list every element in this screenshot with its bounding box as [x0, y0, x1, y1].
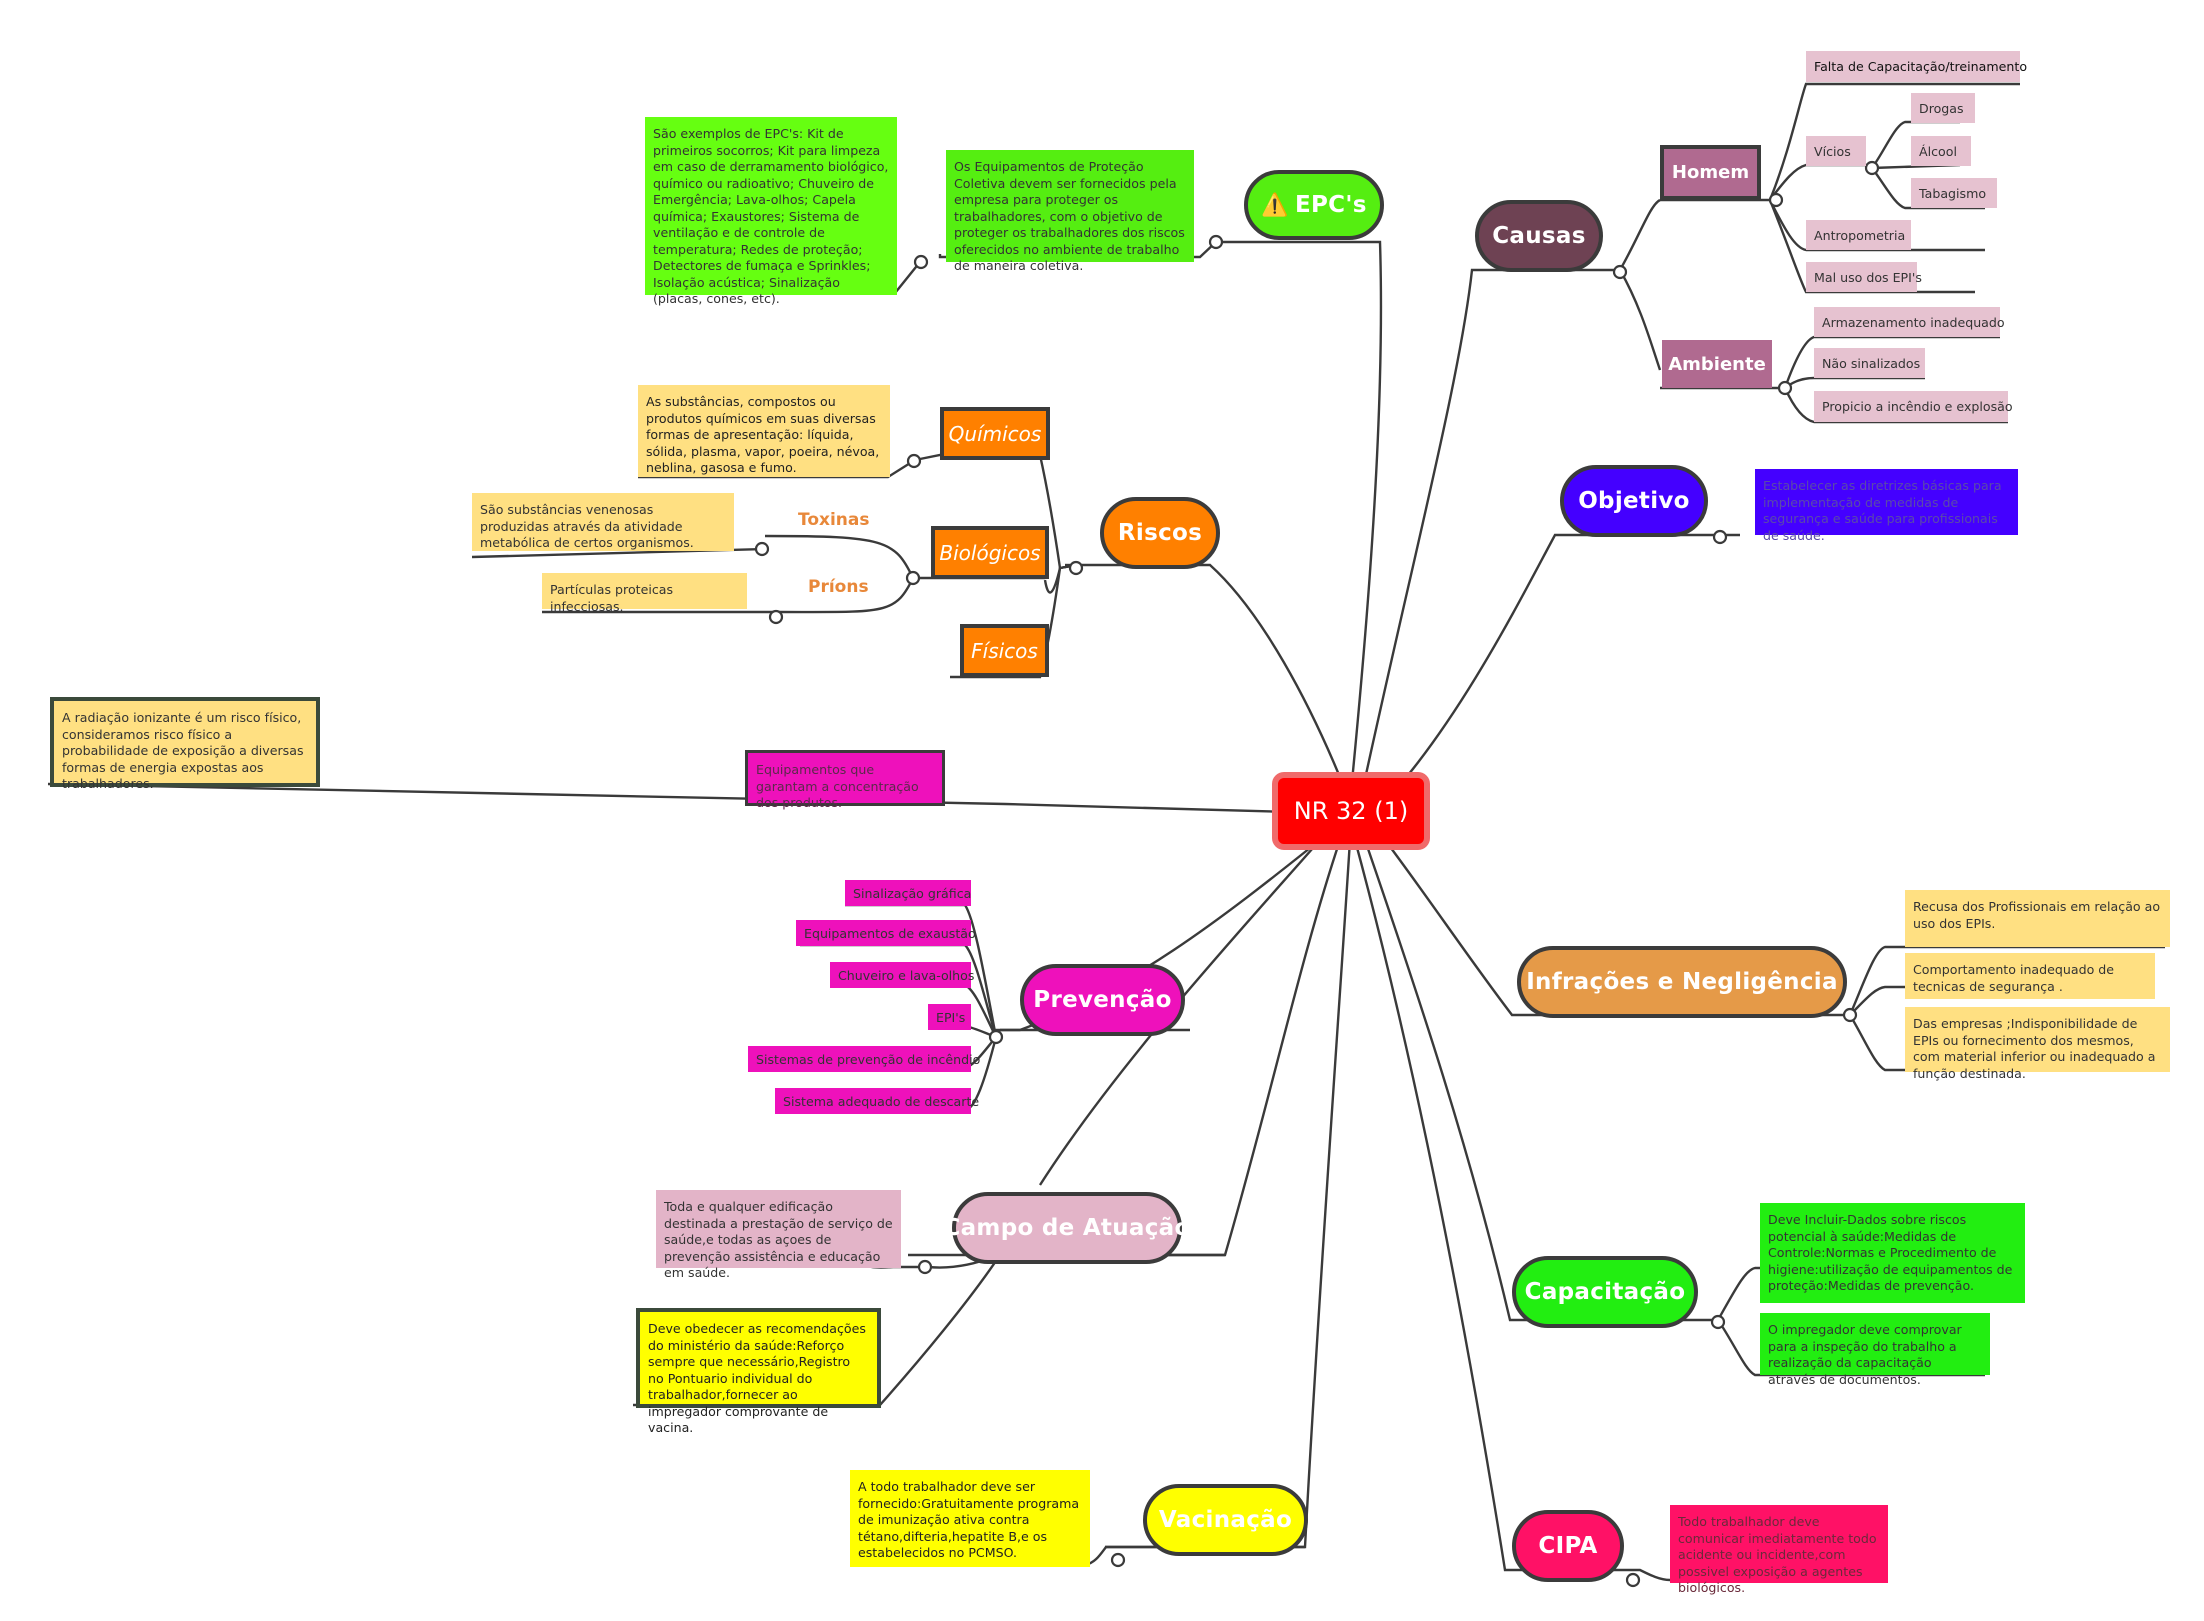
causas-homem-label: Homem [1671, 162, 1750, 183]
branch-campo-atuacao[interactable]: Campo de Atuação [943, 1192, 1190, 1264]
capacitacao-note: Deve Incluir-Dados sobre riscos potencia… [1760, 1203, 2025, 1303]
ambiente-item[interactable]: Propicio a incêndio e explosão [1814, 391, 2013, 422]
branch-riscos[interactable]: Riscos [1100, 497, 1220, 569]
branch-capacitacao[interactable]: Capacitação [1512, 1256, 1698, 1328]
branch-capacitacao-label: Capacitação [1524, 1279, 1686, 1305]
warning-icon: ⚠️ [1261, 192, 1289, 218]
prevencao-item[interactable]: Sistema adequado de descarte [775, 1088, 979, 1114]
homem-item[interactable]: Falta de Capacitação/treinamento [1806, 51, 2027, 82]
riscos-fisicos-label: Físicos [971, 638, 1038, 663]
prions-note: Partículas proteicas infecciosas. [542, 573, 747, 614]
capacitacao-note: O impregador deve comprovar para a inspe… [1760, 1313, 1990, 1387]
branch-infracoes-label: Infrações e Negligência [1526, 969, 1838, 995]
biologicos-prions[interactable]: Príons [808, 577, 869, 597]
branch-causas-label: Causas [1492, 223, 1586, 249]
vacinacao-note: A todo trabalhador deve ser fornecido:Gr… [850, 1470, 1090, 1567]
branch-cipa[interactable]: CIPA [1512, 1510, 1624, 1582]
branch-vacinacao-label: Vacinação [1158, 1507, 1293, 1533]
vicios-item[interactable]: Tabagismo [1911, 178, 1997, 208]
prevencao-item[interactable]: Equipamentos de exaustão [796, 920, 976, 946]
cipa-note: Todo trabalhador deve comunicar imediata… [1670, 1505, 1888, 1595]
toxinas-note: São substâncias venenosas produzidas atr… [472, 493, 734, 551]
root-node[interactable]: NR 32 (1) [1272, 772, 1430, 850]
causas-homem[interactable]: Homem [1660, 145, 1761, 200]
radiacao-note: A radiação ionizante é um risco físico, … [50, 697, 320, 791]
prevencao-item[interactable]: Chuveiro e lava-olhos [830, 962, 974, 988]
riscos-biologicos-label: Biológicos [939, 540, 1041, 565]
riscos-biologicos[interactable]: Biológicos [931, 526, 1049, 579]
branch-objetivo-label: Objetivo [1578, 488, 1690, 514]
campo-note-edificacao: Toda e qualquer edificação destinada a p… [656, 1190, 901, 1280]
branch-prevencao[interactable]: Prevenção [1020, 964, 1185, 1036]
quimicos-note: As substâncias, compostos ou produtos qu… [638, 385, 890, 477]
branch-riscos-label: Riscos [1117, 520, 1203, 546]
prevencao-item[interactable]: Sistemas de prevenção de incêndio [748, 1046, 980, 1072]
causas-ambiente[interactable]: Ambiente [1662, 340, 1772, 388]
equipamentos-node[interactable]: Equipamentos que garantam a concentração… [745, 750, 945, 810]
branch-causas[interactable]: Causas [1475, 200, 1603, 272]
infracoes-note: Das empresas ;Indisponibilidade de EPIs … [1905, 1007, 2170, 1081]
epcs-note-definition: Os Equipamentos de Proteção Coletiva dev… [946, 150, 1194, 273]
branch-epcs[interactable]: ⚠️ EPC's [1244, 170, 1384, 240]
branch-prevencao-label: Prevenção [1033, 987, 1172, 1013]
campo-note-vacina: Deve obedecer as recomendações do minist… [636, 1308, 881, 1435]
prevencao-item[interactable]: EPI's [928, 1004, 971, 1030]
infracoes-note: Comportamento inadequado de tecnicas de … [1905, 953, 2155, 999]
biologicos-toxinas[interactable]: Toxinas [798, 510, 870, 530]
riscos-fisicos[interactable]: Físicos [960, 624, 1049, 677]
causas-ambiente-label: Ambiente [1668, 353, 1766, 375]
branch-epcs-label: EPC's [1295, 192, 1367, 218]
root-label: NR 32 (1) [1293, 797, 1409, 825]
vicios-item[interactable]: Drogas [1911, 93, 1975, 123]
homem-item[interactable]: Mal uso dos EPI's [1806, 262, 1922, 292]
objetivo-note: Estabelecer as diretrizes básicas para i… [1755, 469, 2018, 543]
homem-item[interactable]: Antropometria [1806, 220, 1911, 250]
branch-infracoes[interactable]: Infrações e Negligência [1517, 946, 1847, 1018]
branch-campo-label: Campo de Atuação [943, 1215, 1191, 1241]
infracoes-note: Recusa dos Profissionais em relação ao u… [1905, 890, 2170, 947]
branch-vacinacao[interactable]: Vacinação [1143, 1484, 1308, 1556]
ambiente-item[interactable]: Não sinalizados [1814, 348, 1925, 378]
ambiente-item[interactable]: Armazenamento inadequado [1814, 307, 2005, 337]
vicios-item[interactable]: Álcool [1911, 136, 1971, 166]
epcs-note-examples: São exemplos de EPC's: Kit de primeiros … [645, 117, 897, 306]
homem-item-vicios[interactable]: Vícios [1806, 136, 1866, 166]
branch-objetivo[interactable]: Objetivo [1560, 465, 1708, 537]
prevencao-item[interactable]: Sinalização gráfica [845, 880, 971, 906]
riscos-quimicos-label: Químicos [948, 421, 1042, 446]
riscos-quimicos[interactable]: Químicos [940, 407, 1050, 460]
branch-cipa-label: CIPA [1538, 1533, 1598, 1559]
